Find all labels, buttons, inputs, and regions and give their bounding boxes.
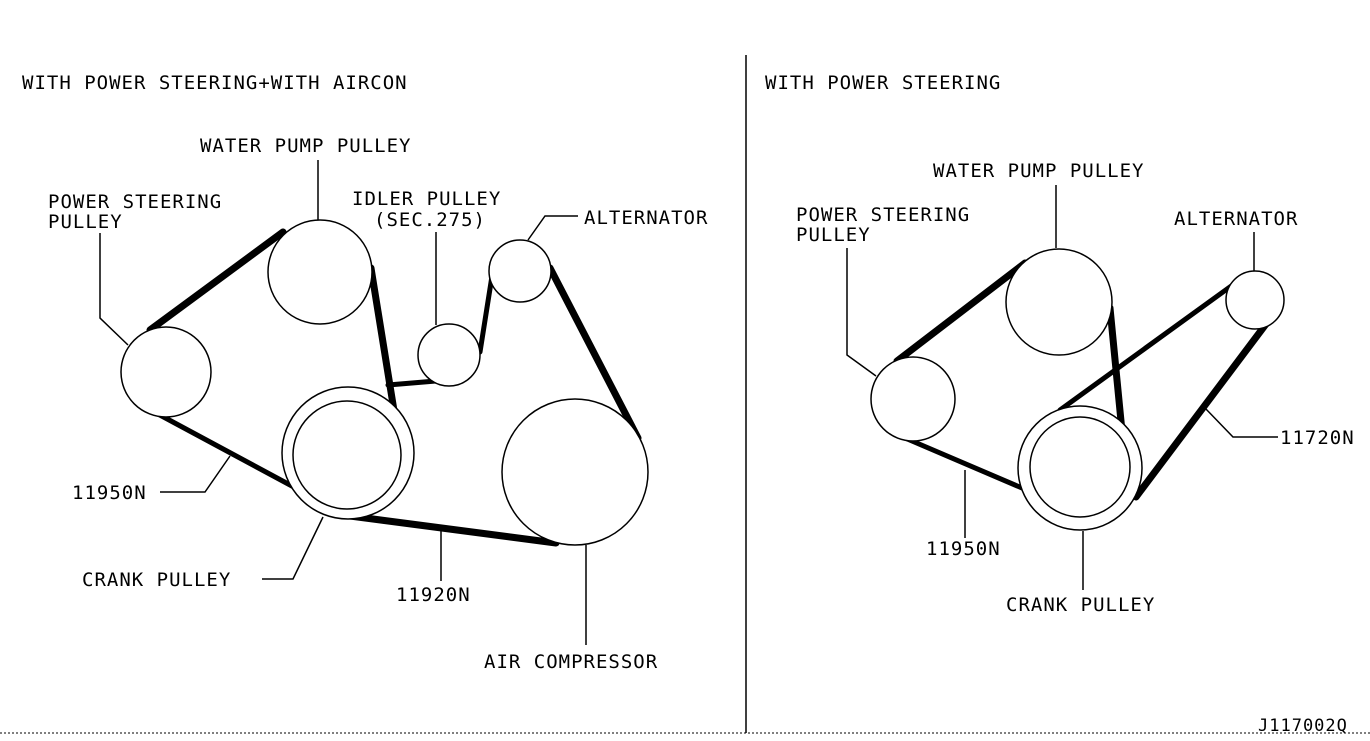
label-power-steering-line1: POWER STEERING: [48, 191, 222, 213]
water-pump-pulley: [1005, 248, 1113, 356]
label-crank-pulley: CRANK PULLEY: [82, 569, 231, 591]
belt-11950n-ps-wp: [146, 228, 287, 334]
crank-pulley-inner: [1029, 416, 1131, 518]
belt-11920n-alt-comp: [546, 264, 642, 442]
label-water-pump-pulley: WATER PUMP PULLEY: [200, 135, 411, 157]
label-power-steering-line2: PULLEY: [48, 211, 123, 233]
leader-power-steering: [846, 248, 877, 377]
label-idler-pulley: IDLER PULLEY: [352, 188, 501, 210]
label-belt-11720n: 11720N: [1280, 427, 1355, 449]
belt-11720n-crank-alt-lower: [1132, 320, 1270, 501]
alternator-pulley: [1225, 270, 1285, 330]
left-panel-title: WITH POWER STEERING+WITH AIRCON: [22, 72, 408, 94]
crank-pulley-inner: [292, 400, 402, 510]
label-belt-11950n: 11950N: [72, 482, 147, 504]
belt-11950n-wp-crank: [367, 264, 400, 427]
label-power-steering-line1: POWER STEERING: [796, 204, 970, 226]
alternator-pulley: [488, 239, 552, 303]
right-belts: [893, 259, 1270, 503]
label-power-steering-line2: PULLEY: [796, 224, 871, 246]
idler-pulley: [417, 323, 481, 387]
label-air-compressor: AIR COMPRESSOR: [484, 651, 658, 673]
right-panel: WITH POWER STEERING WATER PUMP PULLEY PO…: [765, 72, 1355, 616]
label-idler-section: (SEC.275): [374, 209, 486, 231]
label-alternator: ALTERNATOR: [584, 207, 708, 229]
leader-11950n: [160, 455, 231, 493]
belt-11920n-crank-idler: [385, 378, 439, 388]
left-belts: [146, 228, 642, 547]
label-belt-11920n: 11920N: [396, 584, 471, 606]
power-steering-pulley: [120, 326, 212, 418]
label-belt-11950n: 11950N: [926, 538, 1001, 560]
water-pump-pulley: [267, 219, 373, 325]
belt-11920n-crank-comp: [346, 512, 560, 547]
leader-11720n: [1204, 407, 1278, 438]
belt-11950n-ps-wp: [893, 259, 1029, 365]
leader-power-steering: [99, 233, 129, 346]
leader-alternator: [527, 215, 578, 241]
figure-id: J117002Q: [1258, 716, 1348, 736]
left-panel: WITH POWER STEERING+WITH AIRCON: [22, 72, 708, 673]
right-panel-title: WITH POWER STEERING: [765, 72, 1001, 94]
leader-crank: [262, 516, 324, 580]
belt-11720n-crank-alt-upper: [1057, 281, 1237, 413]
power-steering-pulley: [870, 356, 956, 442]
label-crank-pulley: CRANK PULLEY: [1006, 594, 1155, 616]
label-water-pump-pulley: WATER PUMP PULLEY: [933, 160, 1144, 182]
belt-11920n-idler-alt: [477, 273, 495, 355]
label-alternator: ALTERNATOR: [1174, 208, 1298, 230]
air-compressor-pulley: [501, 398, 649, 546]
